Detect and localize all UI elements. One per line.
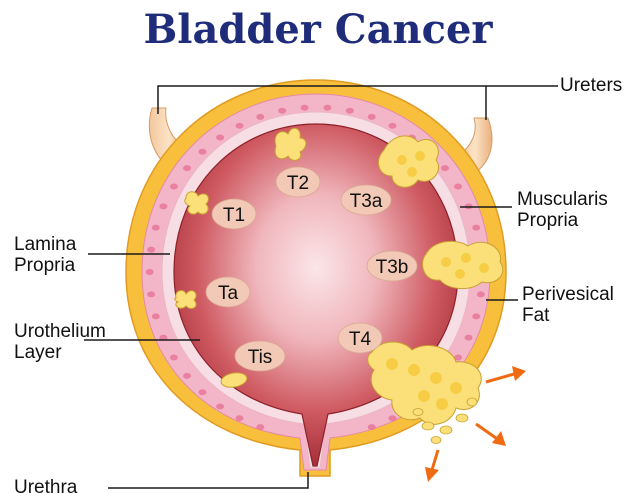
muscle-cell-dot [159,203,167,209]
muscle-cell-dot [216,404,224,410]
muscle-cell-dot [256,114,264,120]
stage-badge-t1: T1 [212,199,256,229]
stage-badge-t4: T4 [338,323,382,353]
muscle-cell-dot [170,355,178,361]
muscle-cell-dot [301,105,309,111]
muscle-cell-dot [236,123,244,129]
muscle-cell-dot [152,313,160,319]
stage-badge-ta: Ta [206,277,250,307]
label-lamina-line2: Propria [14,255,76,276]
muscle-cell-dot [368,424,376,430]
muscle-cell-dot [472,313,480,319]
muscle-cell-dot [278,108,286,114]
muscle-cell-dot [170,184,178,190]
muscle-cell-dot [146,269,154,275]
stage-badge-t3b: T3b [367,251,417,281]
label-ureters: Ureters [560,75,622,96]
stage-badge-t3a: T3a [341,185,391,215]
muscle-cell-dot [183,165,191,171]
label-perivesical-line2: Fat [522,305,550,326]
stage-label-tis: Tis [248,347,273,368]
label-lamina-line1: Lamina [14,234,77,255]
muscle-cell-dot [389,123,397,129]
label-perivesical-line1: Perivesical [522,284,614,305]
label-muscularis-line1: Muscularis [517,189,608,210]
label-urothelium-line2: Layer [14,342,62,363]
muscle-cell-dot [199,389,207,395]
tumor-t1 [185,192,209,214]
stage-label-t1: T1 [223,205,245,226]
muscle-cell-dot [199,149,207,155]
muscle-cell-dot [441,165,449,171]
stage-label-t2: T2 [287,173,309,194]
muscle-cell-dot [323,105,331,111]
muscle-cell-dot [183,373,191,379]
stage-badge-tis: Tis [235,341,285,371]
muscle-cell-dot [256,424,264,430]
muscle-cell-dot [454,184,462,190]
stage-label-t4: T4 [349,329,372,350]
muscle-cell-dot [368,114,376,120]
muscle-cell-dot [152,225,160,231]
label-urethra: Urethra [14,477,78,493]
muscle-cell-dot [477,291,485,297]
muscle-cell-dot [472,225,480,231]
label-muscularis-line2: Propria [517,210,579,231]
muscle-cell-dot [465,335,473,341]
stage-label-t3b: T3b [376,257,409,278]
muscle-cell-dot [236,415,244,421]
label-urothelium-line1: Urothelium [14,321,106,342]
muscle-cell-dot [147,291,155,297]
muscle-cell-dot [389,415,397,421]
stage-label-ta: Ta [218,283,239,304]
stage-label-t3a: T3a [350,191,383,212]
tumor-ta [175,291,196,309]
muscle-cell-dot [147,247,155,253]
muscle-cell-dot [346,108,354,114]
stage-badge-t2: T2 [276,167,320,197]
muscle-cell-dot [216,135,224,141]
